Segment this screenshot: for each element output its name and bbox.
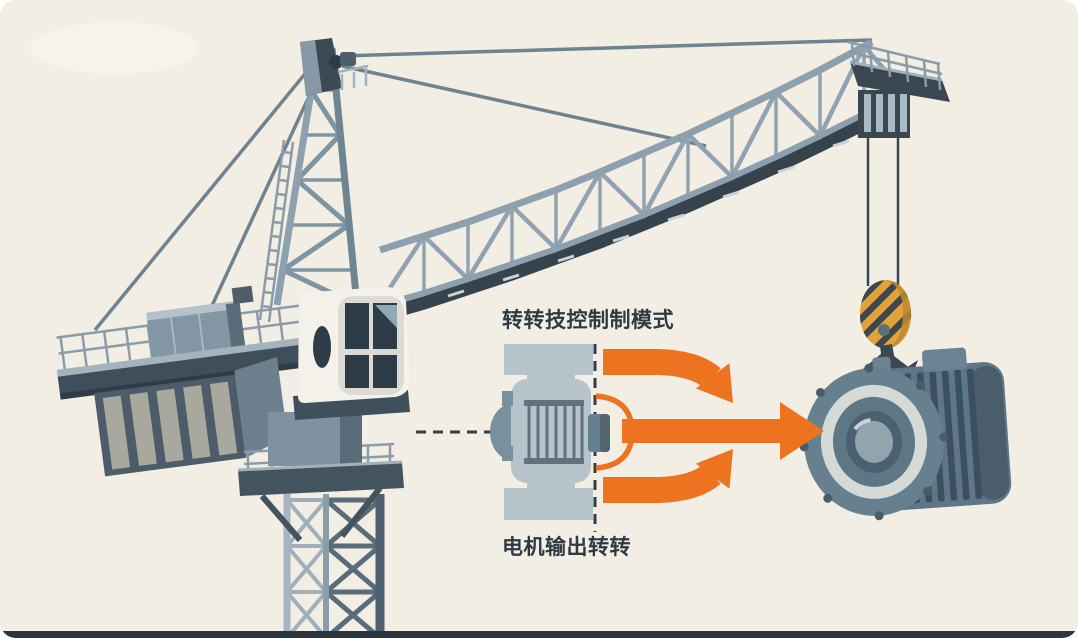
tower-upper-right-chord xyxy=(328,47,361,306)
jib xyxy=(370,38,950,325)
cab-window-pane xyxy=(345,303,369,349)
ladder xyxy=(258,139,295,323)
jib-bottom-chord xyxy=(377,90,907,309)
bottom-ground-strip xyxy=(0,631,1078,638)
tower-apex xyxy=(300,38,369,96)
counterjib-deck xyxy=(57,338,350,396)
slewing-platform xyxy=(237,410,404,542)
hook-block xyxy=(859,280,912,349)
rib-bottom-bar xyxy=(524,458,584,464)
cab-side-window xyxy=(313,326,331,368)
platform-brace-left xyxy=(259,494,303,542)
load-motor xyxy=(799,347,1012,521)
jib-tip-deck xyxy=(850,62,950,102)
flange-hub xyxy=(854,420,894,463)
cab-window-pane xyxy=(373,355,397,388)
turntable-box-side xyxy=(340,410,362,466)
apex-pulley xyxy=(329,55,343,69)
gearbox-notch xyxy=(502,391,513,406)
label-motor-output: 电机输出转转 xyxy=(502,536,631,559)
counterweight-slabs xyxy=(102,381,238,470)
output-shaft-end xyxy=(600,414,610,452)
jib-underside xyxy=(370,100,905,325)
tie-bar-counterjib-far xyxy=(93,56,320,332)
trolley-slats xyxy=(864,94,907,132)
platform-deck-edge xyxy=(237,460,403,472)
torque-arrows xyxy=(603,349,824,503)
apex-railing xyxy=(337,64,369,90)
hub-highlight xyxy=(853,418,871,431)
hook-block-shading xyxy=(886,280,911,349)
tie-bar-jib-mid xyxy=(341,64,707,148)
jib-tip xyxy=(847,40,950,138)
gearbox-notch xyxy=(502,446,513,461)
mast-bracing-light xyxy=(285,498,328,638)
counterjib-deck-top xyxy=(56,331,348,379)
motor-flange xyxy=(799,363,949,521)
platform-deck xyxy=(238,462,404,496)
jib-tip-railing xyxy=(847,40,943,91)
apex-bracket xyxy=(340,52,356,66)
background-highlight xyxy=(30,22,200,74)
gearbox-ribs xyxy=(527,404,584,460)
control-diagram xyxy=(416,344,824,532)
gearbox-body xyxy=(511,379,591,483)
jib-top-chord xyxy=(378,38,874,254)
platform-brace-right xyxy=(339,486,383,538)
arrow-middle xyxy=(622,402,824,460)
hook-pin xyxy=(878,324,890,336)
arrow-top xyxy=(603,349,733,403)
jib-walkway-slats xyxy=(447,139,850,298)
arrow-bottom xyxy=(603,449,733,503)
jib-tip-deck-edge xyxy=(849,60,943,82)
rib-top-bar xyxy=(524,400,584,406)
tower-upper xyxy=(258,38,369,323)
operator-cab xyxy=(293,286,411,420)
tie-bar-jib-tip xyxy=(339,38,873,58)
cab-window-reflection xyxy=(375,305,397,328)
motor-lug xyxy=(921,347,967,373)
apex-head-light-face xyxy=(300,40,322,96)
cab-window-pane xyxy=(345,355,369,388)
box-vent xyxy=(231,285,254,305)
label-control-mode: 转转技控制制模式 xyxy=(502,309,674,332)
